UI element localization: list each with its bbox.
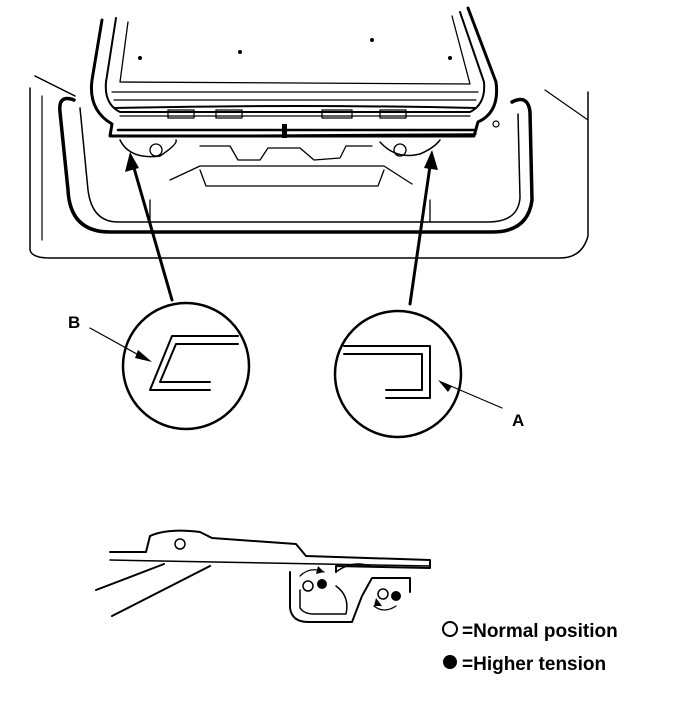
legend-item-higher: =Higher tension	[443, 654, 606, 675]
trunk-illustration	[29, 6, 589, 259]
open-circle-icon	[442, 621, 458, 637]
callout-label-b: B	[68, 313, 80, 332]
leader-arrows	[125, 150, 438, 306]
legend: =Normal position =Higher tension	[442, 621, 618, 675]
callout-leaders	[89, 327, 503, 409]
filled-circle-icon	[443, 655, 457, 669]
legend-item-normal: =Normal position	[442, 621, 618, 642]
arrow-head-left	[125, 152, 139, 172]
arrow-head-right	[424, 150, 438, 170]
callout-label-a: A	[512, 411, 524, 430]
legend-normal-label: =Normal position	[462, 621, 618, 642]
hinge-bracket-illustration	[95, 529, 431, 623]
detail-circle-a	[333, 309, 463, 439]
detail-circle-b	[121, 301, 251, 431]
legend-higher-label: =Higher tension	[462, 654, 606, 675]
